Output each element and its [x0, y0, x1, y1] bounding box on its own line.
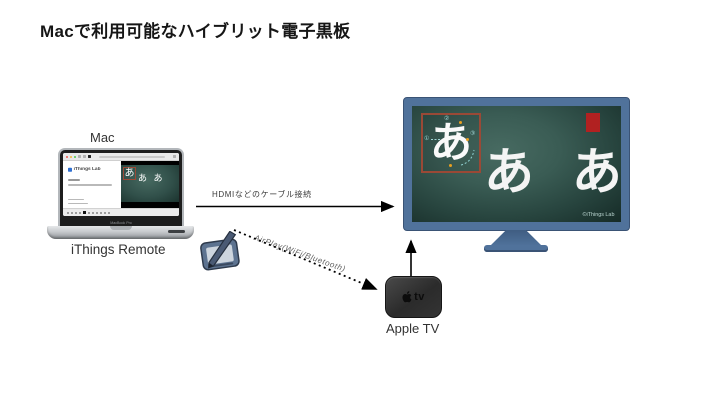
tool-icon [83, 211, 86, 214]
ithings-remote-window: iThings Lab あ あ あ [63, 153, 179, 216]
stroke-number-1: ① [424, 136, 430, 142]
airplay-connection-label: AirPlay(WiFi/Bluetooth) [252, 233, 347, 274]
text-line [68, 179, 80, 181]
tv-display: あ ② ③ ① あ あ ©iThings Lab [403, 97, 630, 231]
text-line [68, 202, 88, 204]
tool-icon [71, 211, 73, 214]
info-pane: iThings Lab [63, 161, 121, 208]
stroke-dot [449, 164, 452, 167]
toolbar-icon [78, 155, 81, 158]
stroke-dot [459, 121, 462, 124]
stroke-guides [431, 139, 475, 166]
tool-icon [96, 211, 98, 214]
logo-icon [68, 167, 72, 172]
window-titlebar [63, 153, 179, 161]
apple-tv-device: tv [385, 276, 442, 318]
tool-icon [67, 211, 69, 214]
tool-icon [92, 211, 94, 214]
stroke-dot [466, 138, 469, 141]
tool-icon [75, 211, 77, 214]
close-icon [66, 155, 68, 158]
red-chalk-holder [586, 113, 600, 132]
slide-title: Macで利用可能なハイブリット電子黒板 [40, 22, 351, 41]
stroke-order-box: あ ② ③ ① [421, 113, 481, 173]
apple-logo-icon [402, 291, 412, 303]
tool-icon [100, 211, 102, 214]
window-title-placeholder [99, 155, 165, 158]
macbook-model-text: MacBook Pro [110, 221, 132, 225]
board-preview: あ あ あ [121, 165, 179, 202]
macbook-screen: iThings Lab あ あ あ [58, 148, 184, 226]
toolbar-icon [88, 155, 91, 158]
pen-tablet-icon [200, 231, 240, 271]
tv-stand-neck [490, 230, 542, 246]
tv-copyright: ©iThings Lab [582, 212, 614, 218]
ithings-lab-logo: iThings Lab [68, 167, 101, 172]
window-body: iThings Lab あ あ あ [63, 161, 179, 208]
text-line [68, 198, 84, 200]
tool-icon [104, 211, 106, 214]
macbook-base [47, 226, 194, 239]
mac-label: Mac [90, 130, 115, 145]
apple-tv-logo-text: tv [414, 291, 425, 303]
window-toolbar [63, 208, 179, 216]
zoom-icon [74, 155, 76, 158]
toolbar-icon [173, 155, 176, 158]
apple-tv-label: Apple TV [386, 321, 440, 336]
minimize-icon [70, 155, 72, 158]
logo-text: iThings Lab [73, 167, 101, 172]
preview-chars: あ あ [138, 173, 165, 183]
macbook-notch [109, 226, 132, 230]
stroke-number-2: ② [444, 116, 450, 122]
text-line [68, 184, 112, 186]
tool-icon [88, 211, 90, 214]
tool-icon [79, 211, 81, 214]
ithings-remote-label: iThings Remote [71, 242, 166, 257]
preview-pane: あ あ あ [121, 161, 179, 208]
tv-screen: あ ② ③ ① あ あ ©iThings Lab [412, 106, 621, 222]
tv-big-chars: あ あ [484, 144, 621, 200]
preview-stroke-box: あ [123, 167, 136, 180]
macbook-vent [168, 230, 185, 233]
stroke-number-3: ③ [470, 131, 476, 137]
tv-stand-base [484, 245, 548, 252]
stroke-order-char: あ [429, 119, 472, 166]
tool-icon [108, 211, 110, 214]
toolbar-icon [83, 155, 86, 158]
hdmi-connection-label: HDMIなどのケーブル接続 [212, 190, 312, 199]
